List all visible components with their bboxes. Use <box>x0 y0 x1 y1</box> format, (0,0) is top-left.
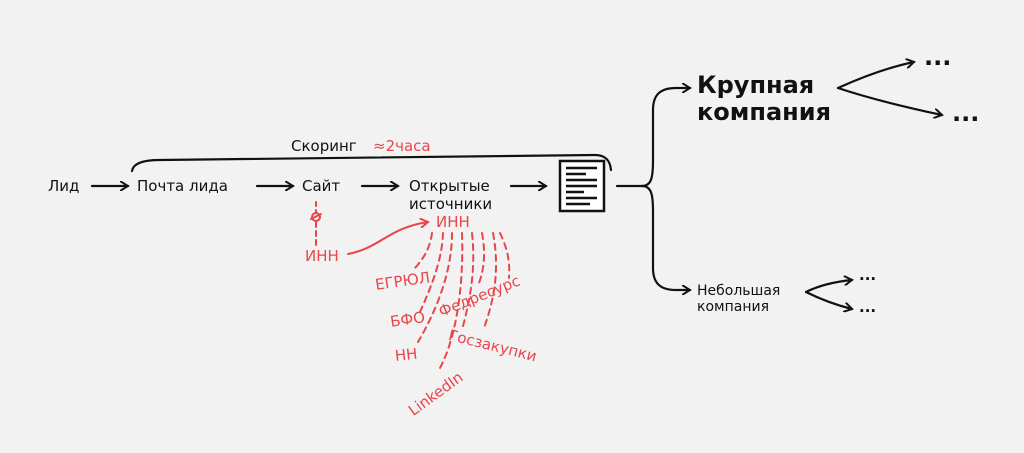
outcome-large-more-top: ... <box>924 43 952 71</box>
fan-goszakupki <box>461 232 475 331</box>
large-branch-up <box>836 62 914 90</box>
report-document-icon <box>558 159 606 213</box>
outcome-small-more-bottom: ... <box>859 298 877 316</box>
node-site: Сайт <box>302 177 341 195</box>
inn-to-sources-arrow <box>347 222 428 255</box>
outcome-small-more-top: ... <box>859 266 877 284</box>
scoring-bracket <box>130 153 613 173</box>
sources-fan <box>414 232 511 369</box>
outcome-small-line1: Небольшая <box>697 283 781 299</box>
large-branch-down <box>836 86 942 115</box>
fan-extra <box>483 232 498 329</box>
site-inn-link <box>310 201 428 255</box>
node-lead-mail: Почта лида <box>137 177 228 195</box>
outcome-large-more-bottom: ... <box>952 99 980 127</box>
small-branch-up <box>804 280 852 294</box>
outcome-large-line2: компания <box>697 98 831 126</box>
fan-linkedin <box>439 232 464 369</box>
outcome-large-line1: Крупная <box>697 71 815 99</box>
branch-to-large <box>640 88 690 188</box>
fan-fedresurs <box>477 232 486 287</box>
source-nn: НН <box>394 344 419 365</box>
node-open-sources-line1: Открытые <box>409 177 490 195</box>
scoring-time: ≈2часа <box>373 137 431 155</box>
site-inn-label: ИНН <box>305 247 339 265</box>
node-lead: Лид <box>48 177 80 195</box>
sources-inn-label: ИНН <box>436 213 470 231</box>
fan-right <box>499 232 511 279</box>
node-open-sources-line2: источники <box>409 195 493 213</box>
fan-egrul <box>414 232 433 269</box>
outcome-small-line2: компания <box>697 299 769 315</box>
fan-nn <box>417 232 453 343</box>
outcome-branches <box>640 62 942 309</box>
small-branch-down <box>804 290 852 309</box>
scoring-label: Скоринг <box>291 137 357 155</box>
branch-to-small <box>640 184 690 290</box>
